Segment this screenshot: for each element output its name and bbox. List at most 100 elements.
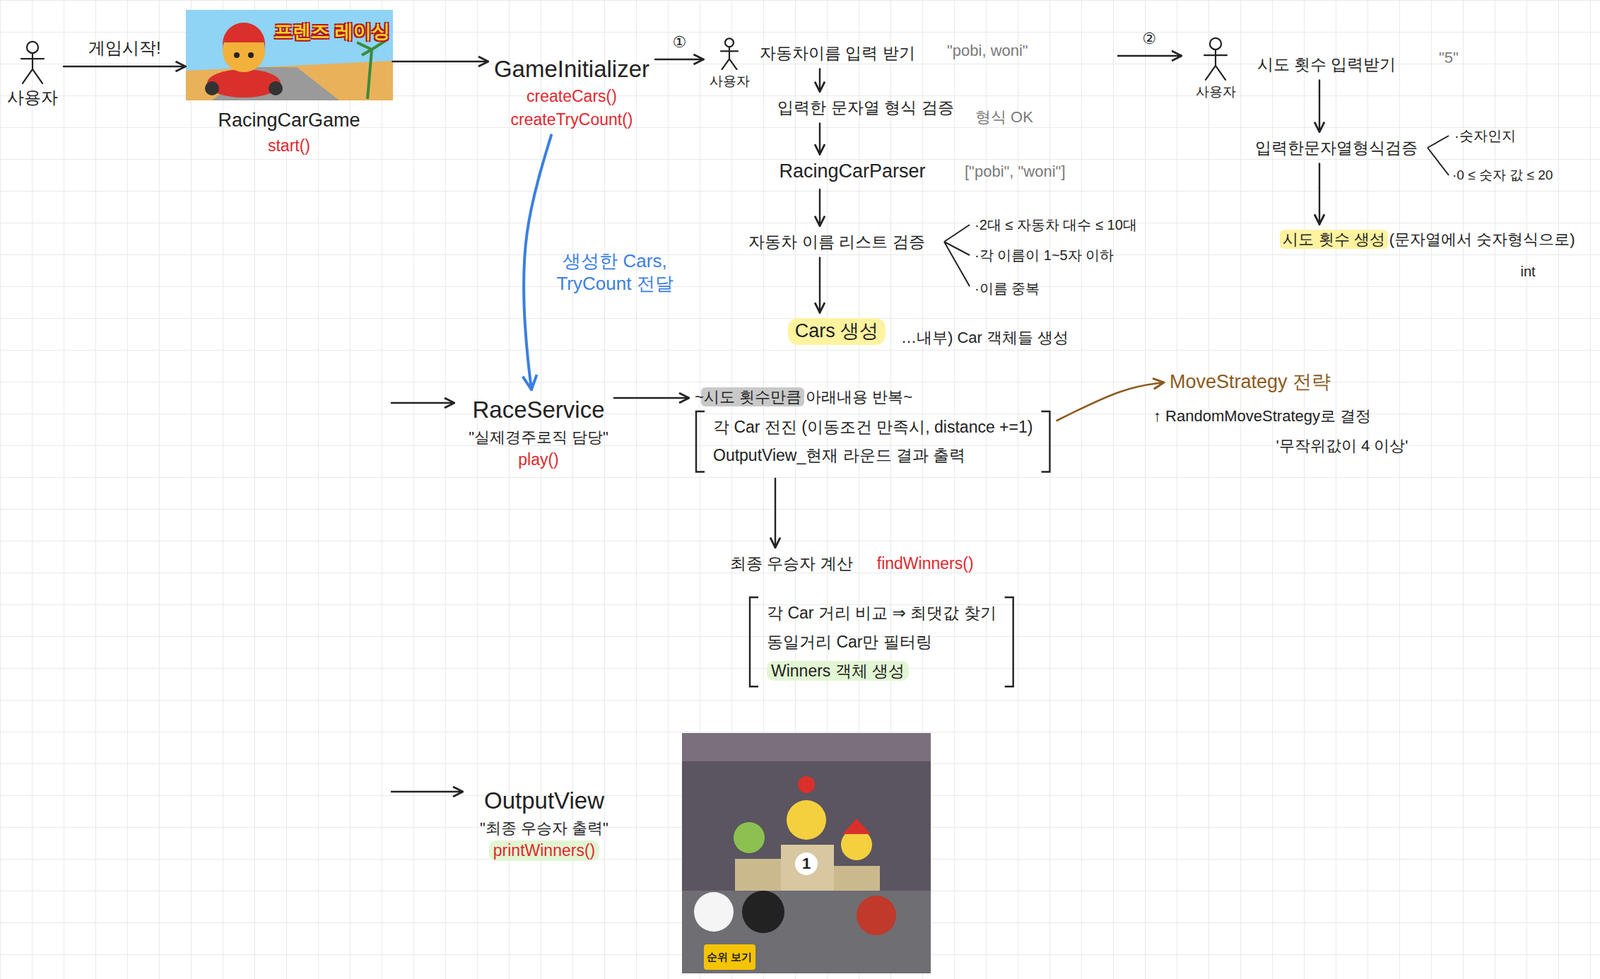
podium-image-part — [797, 775, 815, 793]
note-label: ·숫자인지 — [1454, 127, 1516, 145]
method-text: createTryCount() — [510, 109, 634, 131]
flow-node: 자동차 이름 리스트 검증 — [742, 226, 931, 258]
hand-m-text: RacingCarGame — [217, 108, 360, 133]
step-y-text: 시도 횟수 생성 (문자열에서 숫자형식으로) — [1282, 229, 1575, 250]
stick-figure — [718, 37, 740, 70]
flow-node: 입력한문자열형식검증 — [1249, 132, 1424, 164]
quote-text: "최종 우승자 출력" — [479, 818, 609, 839]
step-text: 자동차 이름 리스트 검증 — [748, 231, 925, 253]
step-text: 시도 횟수 입력받기 — [1257, 54, 1397, 75]
figure-head — [26, 41, 39, 54]
body-text: 동일거리 Car만 필터링 — [766, 631, 933, 653]
body-text: 각 Car 전진 (이동조건 만족시, distance +=1) — [713, 416, 1033, 438]
bracket-line — [696, 411, 1050, 473]
flow-node: 사용자 — [1, 34, 64, 114]
flow-node: 사용자 — [1190, 31, 1242, 107]
podium-image — [681, 732, 931, 974]
podium-image-part — [734, 858, 781, 891]
user-text: 사용자 — [7, 86, 58, 109]
note-b-label: …내부) Car 객체들 생성 — [901, 327, 1069, 348]
podium-image-part — [681, 890, 931, 974]
flow-node: RacingCarParser — [773, 154, 931, 190]
flow-node: RaceService"실제경주로직 담당"play() — [462, 389, 615, 476]
figure-body — [21, 53, 44, 84]
note-b-label: '무작위값이 4 이상' — [1276, 436, 1409, 456]
game-cover-image-part — [207, 69, 281, 98]
flow-node: 최종 우승자 계산findWinners() — [724, 547, 980, 580]
body-g-text: Winners 객체 생성 — [766, 660, 909, 682]
flow-node: 시도 횟수 생성 (문자열에서 숫자형식으로) — [1277, 224, 1581, 256]
user-s-text: 사용자 — [1195, 83, 1237, 101]
free-arrows-part — [1117, 55, 1182, 57]
note-b-label: ↑ RandomMoveStrategy로 결정 — [1153, 406, 1372, 427]
connector — [1318, 163, 1321, 225]
flow-node: Cars 생성 — [782, 312, 892, 351]
connector — [523, 134, 552, 390]
step-text: 입력한 문자열 형식 검증 — [777, 97, 954, 119]
stick-figure-lines — [21, 41, 44, 84]
loop-head-text: ~시도 횟수만큼 아래내용 반복~ — [694, 387, 913, 408]
free-arrows-part — [390, 402, 455, 404]
connector — [392, 60, 489, 63]
podium-image-part — [842, 818, 871, 834]
user-s-text: 사용자 — [709, 72, 750, 90]
figure-head — [1209, 38, 1222, 50]
brace-lines — [944, 135, 1449, 287]
method-text: start() — [267, 135, 311, 157]
podium-image-part — [693, 891, 734, 932]
connector — [774, 478, 776, 548]
flow-node: 사용자 — [703, 31, 756, 96]
flow-node: 입력한 문자열 형식 검증 — [771, 91, 960, 124]
podium-image-part — [833, 865, 880, 891]
edge-label: ① — [672, 32, 687, 53]
btn-label: 순위 보기 — [706, 950, 752, 964]
flow-node: 각 Car 거리 비교 ⇒ 최댓값 찾기동일거리 Car만 필터링 Winners… — [742, 590, 1021, 694]
note-label: ·이름 중복 — [974, 279, 1040, 298]
connector — [819, 122, 821, 155]
game-cover-image-part — [222, 22, 266, 50]
edge-label: 게임시작! — [88, 37, 162, 59]
title-img-label: 프렌즈 레이싱 — [274, 19, 390, 44]
method-text: findWinners() — [877, 553, 974, 574]
podium-image-part — [795, 852, 818, 875]
step-text: 입력한문자열형식검증 — [1255, 137, 1418, 159]
cnum-label: ② — [1142, 28, 1157, 49]
brace-lines-part — [1427, 135, 1449, 176]
bracket-body: 각 Car 거리 비교 ⇒ 최댓값 찾기동일거리 Car만 필터링 Winners… — [748, 595, 1015, 688]
hand-l-text: GameInitializer — [493, 54, 650, 84]
free-arrows — [390, 55, 1182, 792]
podium-image-part — [786, 800, 827, 840]
game-cover-image-part — [268, 81, 283, 96]
connector — [819, 257, 821, 313]
quote-text: "실제경주로직 담당" — [468, 427, 609, 448]
hand-m-text: RacingCarParser — [778, 159, 926, 184]
stick-figure-lines — [720, 38, 738, 70]
figure-body — [1204, 49, 1227, 80]
connector — [819, 68, 821, 92]
podium-image-part — [703, 944, 756, 970]
flow-node: MoveStrategy 전략 — [1163, 364, 1337, 400]
free-arrows-part — [390, 790, 463, 793]
flow-node: 시도 횟수 입력받기 — [1251, 48, 1403, 81]
note-s-label: ·0 ≤ 숫자 값 ≤ 20 — [1452, 166, 1553, 184]
cars-text: Cars 생성 — [787, 318, 887, 345]
bracket-line — [749, 597, 1014, 687]
connector — [614, 397, 690, 399]
gray-label: "5" — [1438, 48, 1459, 68]
body-text: OutputView_현재 라운드 결과 출력 — [713, 445, 966, 466]
connector — [63, 65, 186, 68]
gray-label: ["pobi", "woni"] — [964, 161, 1066, 182]
connector — [655, 58, 704, 61]
figure-head — [725, 38, 734, 48]
hand-l-text: RaceService — [472, 395, 605, 425]
body-text: 각 Car 거리 비교 ⇒ 최댓값 찾기 — [766, 602, 997, 624]
method-text: createCars() — [526, 86, 617, 107]
stick-figure — [18, 40, 47, 85]
flow-node: OutputView"최종 우승자 출력"printWinners() — [474, 780, 615, 867]
game-cover-image-part — [204, 81, 220, 96]
flow-node: 자동차이름 입력 받기 — [754, 37, 921, 70]
gray-label: "pobi, woni" — [946, 40, 1029, 61]
podium-label: 1 — [802, 853, 811, 874]
note-label: ·2대 ≤ 자동차 대수 ≤ 10대 — [974, 216, 1138, 234]
stick-figure — [1201, 36, 1230, 81]
